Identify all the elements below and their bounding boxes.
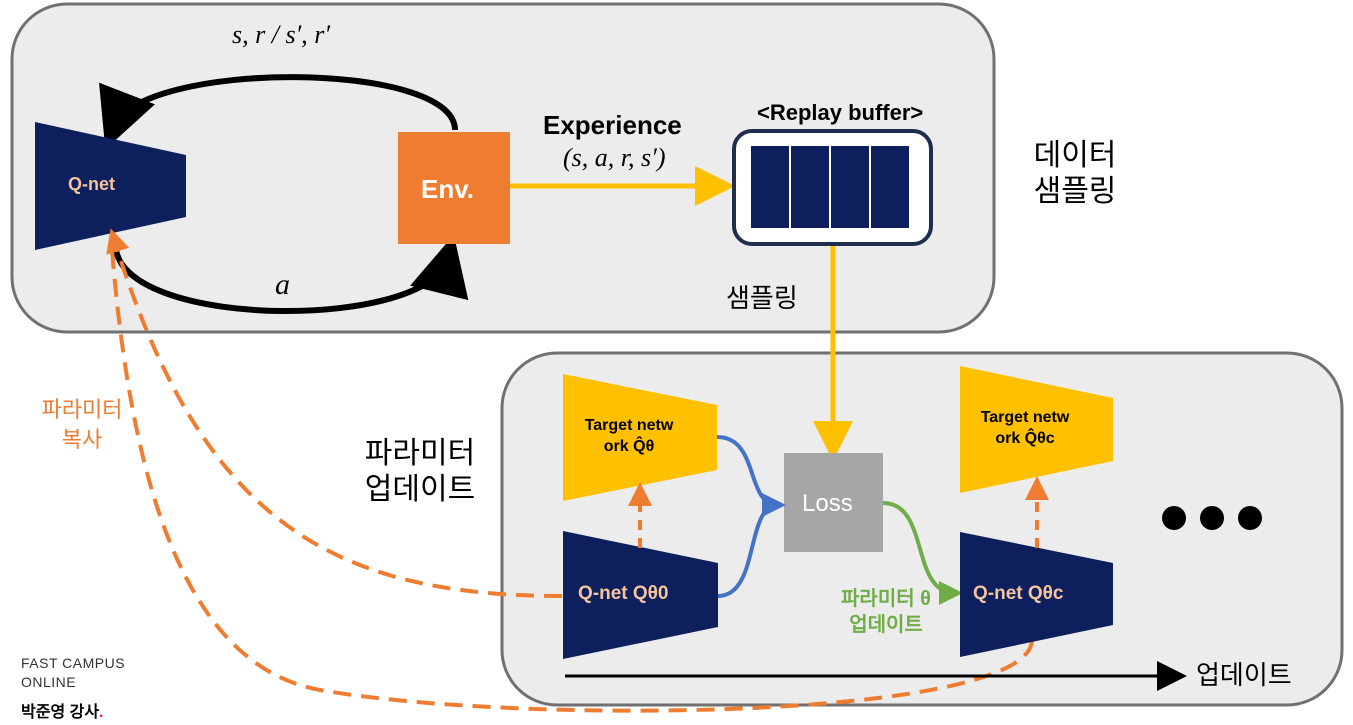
buffer-slot xyxy=(869,144,911,230)
qnet-c-shape xyxy=(960,532,1113,657)
loss-to-qnet-arrow xyxy=(882,501,963,605)
state-reward-label: s, r / s′, r′ xyxy=(232,20,331,49)
param-update-label-line1: 파라미터 xyxy=(364,437,476,470)
instructor-dot: . xyxy=(99,704,104,721)
qnet-0-shape xyxy=(563,531,718,659)
timeline-label: 업데이트 xyxy=(1196,660,1292,690)
theta-update-label-line1: 파라미터 θ xyxy=(841,588,931,610)
param-copy-label-line1: 파라미터 xyxy=(41,397,123,422)
action-label: a xyxy=(275,268,290,301)
qnet-top-label: Q-net xyxy=(68,174,115,194)
target-network-c-label-line1: Target netw xyxy=(980,409,1070,426)
theta-update-label-line2: 업데이트 xyxy=(849,614,923,636)
target-to-loss-arrow xyxy=(716,435,786,517)
observation-arrow xyxy=(99,74,458,150)
data-sampling-label-line2: 샘플링 xyxy=(1033,175,1117,208)
buffer-slot xyxy=(829,144,871,230)
ellipsis-dot xyxy=(1162,506,1186,530)
target-network-c-shape xyxy=(960,366,1113,493)
qnet-top-shape xyxy=(35,122,186,250)
qnet-0-label: Q-net Qθ0 xyxy=(578,583,669,604)
experience-title: Experience xyxy=(543,110,682,140)
ellipsis-dot xyxy=(1238,506,1262,530)
replay-buffer-title: <Replay buffer> xyxy=(757,100,924,125)
target-network-0-label-line2: ork Q̂θ xyxy=(603,438,655,455)
target-network-0-shape xyxy=(563,374,717,501)
action-arrow xyxy=(113,234,469,314)
param-update-label-line2: 업데이트 xyxy=(364,473,476,506)
param-copy-label-line2: 복사 xyxy=(61,427,103,452)
env-label: Env. xyxy=(421,174,474,204)
param-copy-dashed-line xyxy=(106,228,563,598)
loss-box xyxy=(784,453,883,552)
instructor-name: 박준영 강사 xyxy=(21,704,100,721)
sampling-label: 샘플링 xyxy=(726,283,798,313)
brand-line2: ONLINE xyxy=(21,674,77,690)
env-box xyxy=(398,132,510,244)
loss-label: Loss xyxy=(802,490,853,517)
brand-line1: FAST CAMPUS xyxy=(21,655,126,671)
qnet-to-loss-arrow xyxy=(717,503,779,598)
buffer-slot xyxy=(749,144,791,230)
target-network-c-label-line2: ork Q̂θc xyxy=(995,430,1055,447)
buffer-slot xyxy=(789,144,831,230)
ellipsis-dot xyxy=(1200,506,1224,530)
experience-tuple: (s, a, r, s′) xyxy=(563,143,666,172)
instructor-credit: 박준영 강사. xyxy=(21,698,104,722)
qnet-c-label: Q-net Qθc xyxy=(973,583,1064,604)
target-network-0-label-line1: Target netw xyxy=(584,417,674,434)
data-sampling-label-line1: 데이터 xyxy=(1033,139,1117,172)
